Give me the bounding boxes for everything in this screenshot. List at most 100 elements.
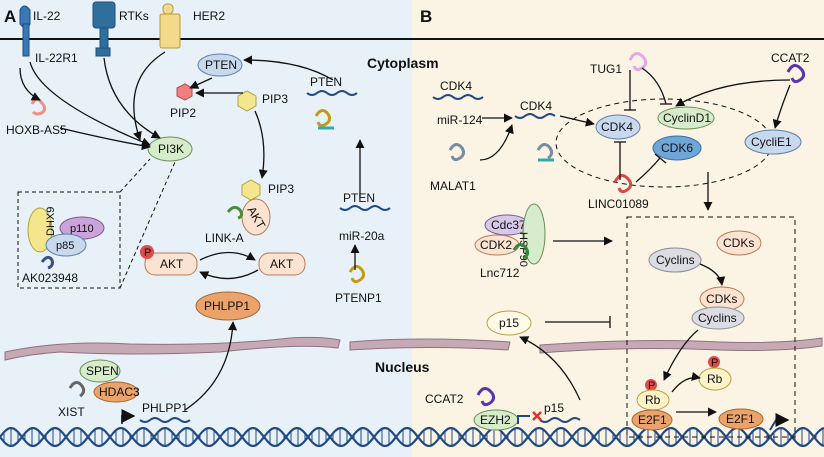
cdk4-rna-label: CDK4 [440,79,472,93]
phlpp1-gene-label: PHLPP1 [142,401,188,415]
hdac3-protein [93,381,139,403]
akt-phospho-label: AKT [160,257,184,271]
ccat2-bottom-lncrna-icon [476,387,496,407]
phospho-marker [140,245,154,259]
cdks-bound-label: CDKs [706,292,737,306]
ezh2-label: EZH2 [480,413,511,427]
rb-bound-phospho-marker [645,379,657,391]
pip3-label: PIP3 [262,92,288,106]
pten-mrna2-label: PTEN [343,191,375,205]
rtks-label: RTKs [119,9,149,23]
mir124-label: miR-124 [437,113,483,127]
pten-mrna-strand [306,90,358,96]
cyclins-protein [648,247,702,273]
pten-protein [197,53,243,77]
spen-protein [79,359,121,383]
lnc712-lncrna-icon [512,243,530,260]
phlpp1-tss-arrow [121,409,136,424]
linc01089-label: LINC01089 [588,197,649,211]
cyclie1-protein [744,129,802,155]
pip3-membrane-icon [241,179,261,201]
lnc712-label: Lnc712 [480,266,520,280]
cdk4-mrna-strand [514,113,556,119]
nucleus-label: Nucleus [375,359,430,375]
il22-label: IL-22 [33,9,61,23]
malat1-label: MALAT1 [430,179,476,193]
e2f1-bound-label: E2F1 [638,413,667,427]
cdks-label: CDKs [723,236,754,250]
ak023948-lncrna-icon [40,255,54,270]
phospho-label: P [144,247,151,259]
dna-helix [0,427,824,447]
nuclear-envelope [4,336,823,361]
p85-protein [45,233,87,257]
hdac3-label: HDAC3 [99,385,140,399]
p15-protein-label: p15 [499,316,519,330]
cyclind1-protein [657,106,715,130]
p15-gene-label: p15 [544,401,564,415]
pi3k-complex-box [17,191,121,289]
cdk4-protein [595,114,641,140]
dhx9-protein [27,207,53,253]
p15-transcript [539,417,581,423]
spen-label: SPEN [86,364,119,378]
hsp90-protein [522,203,546,265]
pten-mrna-label: PTEN [310,75,342,89]
il22-receptor [19,5,31,57]
rb-label: Rb [645,393,661,407]
p15-protein [486,310,532,336]
block-x-icon [532,411,542,421]
akt-label: AKT [270,257,294,271]
linc01089-lncrna-icon [613,174,633,194]
malat1-bound-icon [536,143,554,160]
tug1-label: TUG1 [590,62,622,76]
e2f1-tss-arrow [769,413,790,431]
pip3-membrane-label: PIP3 [268,182,294,196]
phlpp1-transcript [139,417,191,423]
cdk4-protein-label: CDK4 [601,120,633,134]
cyclind1-label: CyclinD1 [663,111,711,125]
her2-receptor [159,3,181,49]
ccat2-lncrna-icon [786,64,806,84]
mir20a-label: miR-20a [339,229,385,243]
panel-b-label: B [420,7,432,26]
panel-a-arrows [19,51,365,411]
pip2-icon [176,83,193,101]
ptenp1-label: PTENP1 [335,291,382,305]
cell-cycle-box [626,216,796,438]
cdk6-label: CDK6 [661,141,693,155]
cdk4-mrna-label: CDK4 [520,99,552,113]
e2f1-bound-protein [631,409,673,431]
panel-b-inhibition [545,67,672,328]
cdk2-label: CDK2 [480,238,512,252]
tug1-lncrna-icon [628,52,648,72]
phlpp1-label: PHLPP1 [204,299,250,313]
pi3k-label: PI3K [158,142,184,156]
dhx9-label: DHX9 [45,207,57,236]
link-a-label: LINK-A [205,231,244,245]
e2f1-free-label: E2F1 [726,412,755,426]
hoxb-as5-label: HOXB-AS5 [6,123,67,137]
pten-mrna2-strand [339,205,391,211]
cdk6-protein [652,135,702,161]
cyclins-bound-protein [691,306,745,330]
p15-tss [517,415,530,424]
akt-phospho-protein [144,252,198,276]
ccat2-top-label: CCAT2 [771,51,810,65]
pip2-label: PIP2 [170,106,196,120]
phlpp1-protein [195,291,261,321]
complex-zoom-line [119,161,176,289]
rb-bound-phospho-label: P [648,380,655,392]
her2-label: HER2 [193,9,225,23]
panel-b-arrows [479,79,791,417]
cyclins-label: Cyclins [656,253,695,267]
link-a-lncrna-icon [226,205,244,220]
rb-phospho-marker [708,356,720,368]
akt-protein [258,252,306,276]
rtks-receptor [92,1,116,57]
cdk4-rna-strand [432,94,484,100]
p85-label: p85 [56,240,74,252]
pip3-icon [237,90,257,112]
